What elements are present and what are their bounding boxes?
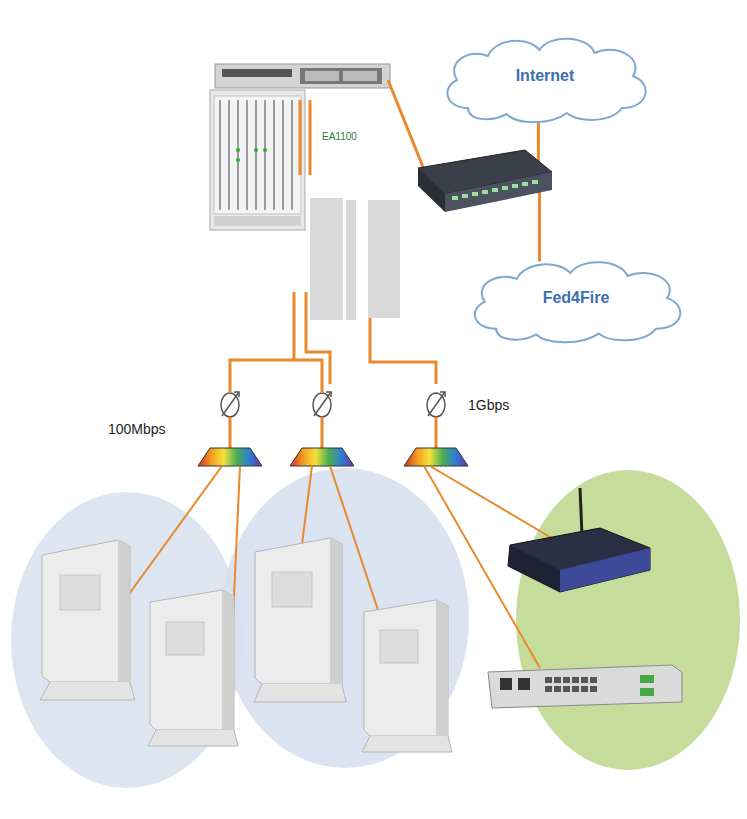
coverage-area — [11, 492, 243, 788]
wavelength-splitter — [290, 448, 354, 466]
uplink-cable — [388, 80, 425, 172]
splitter-rack — [346, 200, 356, 320]
fiber — [299, 100, 302, 175]
core-switch — [418, 150, 552, 212]
onu-device — [254, 538, 346, 702]
cloud-label: Fed4Fire — [462, 289, 690, 307]
splitter-rack — [368, 200, 400, 318]
attenuator-symbol — [427, 392, 445, 417]
attenuator-symbol — [221, 392, 239, 417]
fiber — [229, 417, 232, 448]
attenuator-symbol — [313, 392, 331, 417]
coverage-area — [516, 470, 740, 770]
fiber — [230, 360, 294, 393]
onu-device — [40, 540, 135, 700]
onu-device — [148, 590, 238, 746]
fiber — [294, 292, 436, 384]
server-unit — [215, 64, 390, 88]
wavelength-splitter — [198, 448, 262, 466]
cloud-node: Fed4Fire — [462, 252, 690, 348]
fiber — [309, 100, 312, 175]
wavelength-splitter — [404, 448, 468, 466]
splitter-rack — [310, 198, 343, 320]
device-label: EA1100 — [322, 131, 357, 142]
access-switch — [488, 665, 682, 708]
bandwidth-label: 100Mbps — [108, 421, 166, 437]
fiber — [435, 417, 438, 448]
bandwidth-label: 1Gbps — [468, 397, 509, 413]
wifi-router — [508, 488, 650, 592]
onu-device — [362, 600, 452, 752]
fiber — [321, 417, 324, 448]
olt-chassis — [210, 90, 305, 230]
cloud-node: Internet — [435, 28, 655, 128]
cloud-label: Internet — [435, 67, 655, 85]
